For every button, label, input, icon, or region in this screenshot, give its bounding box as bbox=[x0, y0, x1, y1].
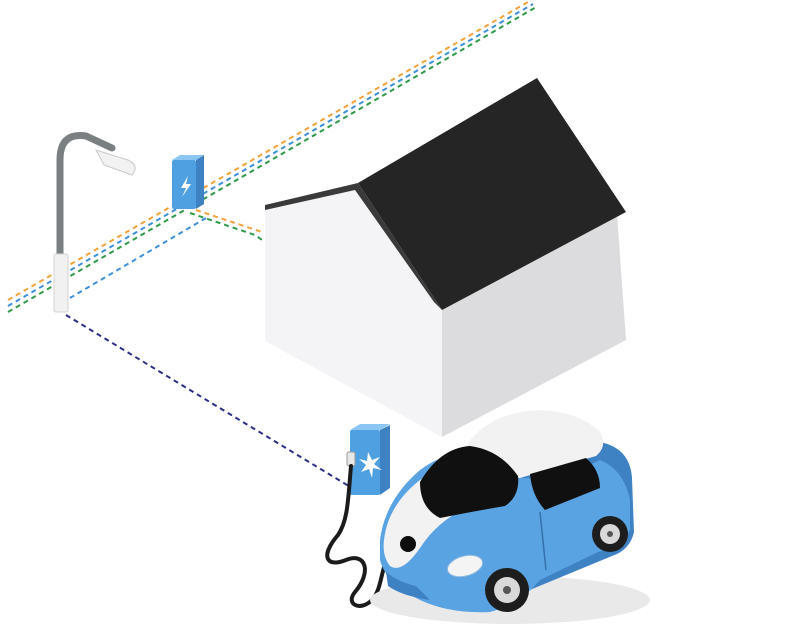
power-line-green bbox=[7, 5, 539, 313]
lamp-head bbox=[94, 149, 136, 176]
car-front-wheel bbox=[485, 568, 529, 612]
car-headlight bbox=[446, 554, 484, 578]
charging-station-side bbox=[380, 425, 390, 495]
charging-spark-icon bbox=[359, 452, 382, 478]
connection-line-blue bbox=[69, 217, 207, 299]
utility-lines bbox=[7, 1, 539, 489]
car-windshield bbox=[420, 446, 519, 518]
connection-line-orange bbox=[195, 209, 263, 233]
charging-station-top bbox=[350, 424, 390, 430]
house-roof-side bbox=[358, 78, 626, 310]
electric-car bbox=[370, 410, 650, 624]
power-line-orange bbox=[7, 1, 529, 301]
car-door-line bbox=[539, 511, 547, 571]
wall-charger-side bbox=[196, 155, 204, 209]
car-rear-wheel bbox=[592, 516, 628, 552]
car-side-window bbox=[530, 458, 600, 510]
house-side-wall bbox=[442, 214, 626, 437]
charging-plug-holster bbox=[346, 451, 356, 467]
connection-line-green bbox=[189, 212, 263, 241]
charging-station bbox=[346, 424, 390, 495]
power-line-blue bbox=[7, 3, 534, 307]
lightning-bolt-icon bbox=[181, 176, 191, 197]
wall-charger-top bbox=[172, 155, 204, 160]
house bbox=[265, 78, 626, 437]
car-charge-port bbox=[400, 536, 416, 552]
street-lamp bbox=[53, 132, 136, 313]
lamp-base bbox=[53, 253, 69, 313]
lamp-arm bbox=[56, 132, 116, 259]
underground-line-navy bbox=[65, 314, 353, 489]
wall-charger bbox=[172, 155, 204, 209]
car-grille bbox=[386, 572, 430, 600]
